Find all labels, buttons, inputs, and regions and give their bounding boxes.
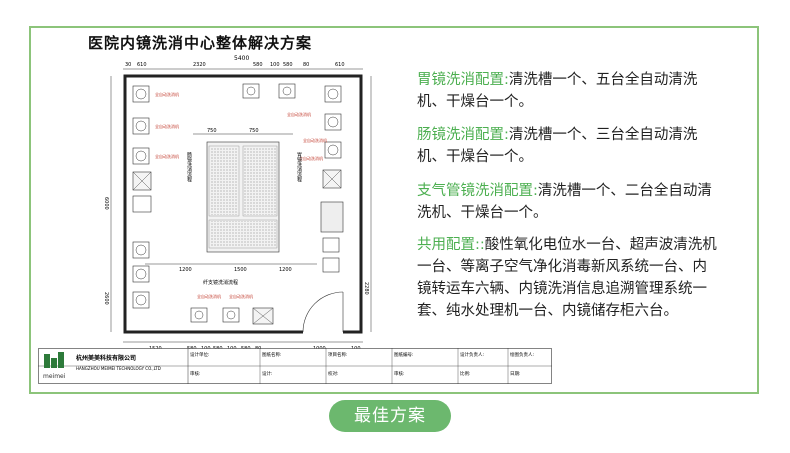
config-bronchoscope-text: 清洗槽一个、二台全自动清洗机、干燥台一个。 bbox=[417, 183, 712, 221]
logo-text: meimei bbox=[43, 373, 66, 380]
config-shared-text: 酸性氧化电位水一台、超声波清洗机一台、等离子空气净化消毒新风系统一台、内镜转运车… bbox=[417, 237, 717, 319]
best-plan-button[interactable]: 最佳方案 bbox=[329, 400, 451, 432]
tb-field-6: 审核: bbox=[190, 370, 201, 377]
dim-top-1: 610 bbox=[137, 62, 147, 68]
left-machines bbox=[132, 85, 152, 309]
sheet-title: 医院内镜洗消中心整体解决方案 bbox=[88, 34, 313, 52]
dim-top-0: 30 bbox=[125, 62, 131, 68]
config-shared-label: 共用配置:: bbox=[417, 237, 485, 253]
dim-right-0: 2280 bbox=[363, 282, 369, 295]
tb-field-10: 比例: bbox=[460, 370, 471, 377]
machine-label-6: 全自动洗消机 bbox=[299, 155, 323, 161]
company-logo-icon bbox=[44, 352, 64, 368]
config-gastroscope-text: 清洗槽一个、五台全自动清洗机、干燥台一个。 bbox=[417, 72, 698, 110]
machine-label-5: 全自动洗消机 bbox=[303, 137, 327, 143]
machine-label-1: 全自动洗消机 bbox=[155, 91, 179, 97]
tb-field-3: 图纸编号: bbox=[394, 351, 414, 358]
dim-top-3: 580 bbox=[253, 62, 263, 68]
config-bronchoscope-label: 支气管镜洗消配置: bbox=[417, 183, 538, 199]
dim-total: 5400 bbox=[234, 55, 249, 62]
floor-plan: 5400 30 610 2320 580 100 580 80 610 全自动洗… bbox=[103, 55, 372, 352]
dim-lower-0: 1200 bbox=[179, 267, 192, 273]
machine-label-4: 全自动洗消机 bbox=[287, 111, 311, 117]
machine-label-7: 全自动洗消机 bbox=[197, 293, 221, 299]
dim-lower-2: 1200 bbox=[279, 267, 292, 273]
config-gastroscope: 胃镜洗消配置:清洗槽一个、五台全自动清洗机、干燥台一个。 bbox=[417, 69, 717, 113]
tb-field-0: 设计单位: bbox=[190, 351, 210, 358]
dim-top-5: 580 bbox=[283, 62, 293, 68]
zone-left: 肠镜洗消流程 bbox=[186, 151, 192, 183]
right-machines bbox=[320, 85, 344, 273]
dim-left-0: 6000 bbox=[103, 197, 109, 210]
config-gastroscope-label: 胃镜洗消配置: bbox=[417, 72, 509, 88]
tb-field-9: 审核: bbox=[394, 370, 405, 377]
tb-field-11: 日期: bbox=[510, 371, 521, 377]
dim-mid-1: 750 bbox=[249, 128, 259, 134]
tb-field-8: 校对: bbox=[328, 370, 339, 377]
dim-top-2: 2320 bbox=[193, 62, 206, 68]
zone-right: 胃镜洗消流程 bbox=[296, 152, 302, 183]
machine-label-3: 全自动洗消机 bbox=[155, 153, 179, 159]
dim-lower-1: 1500 bbox=[234, 267, 247, 273]
dim-top-7: 610 bbox=[335, 62, 345, 68]
tb-field-2: 项目名称: bbox=[328, 351, 348, 358]
tb-field-7: 设计: bbox=[262, 370, 273, 377]
company-name-cn: 杭州美美科技有限公司 bbox=[76, 354, 136, 362]
config-colonoscope-label: 肠镜洗消配置: bbox=[417, 127, 509, 143]
zone-bottom: 纤支镜洗消流程 bbox=[203, 279, 238, 286]
config-shared: 共用配置::酸性氧化电位水一台、超声波清洗机一台、等离子空气净化消毒新风系统一台… bbox=[417, 234, 717, 322]
tb-field-5: 绘图负责人: bbox=[510, 351, 534, 358]
config-colonoscope-text: 清洗槽一个、三台全自动清洗机、干燥台一个。 bbox=[417, 127, 698, 165]
config-colonoscope: 肠镜洗消配置:清洗槽一个、三台全自动清洗机、干燥台一个。 bbox=[417, 124, 717, 168]
tb-field-4: 设计负责人: bbox=[460, 351, 484, 358]
tb-field-1: 图纸名称: bbox=[262, 351, 282, 358]
dim-top-6: 80 bbox=[303, 62, 309, 68]
machine-label-2: 全自动洗消机 bbox=[155, 123, 179, 129]
dim-top-4: 100 bbox=[270, 62, 280, 68]
dim-left-1: 2600 bbox=[103, 292, 109, 305]
company-name-en: HANGZHOU MEIMEI TECHNOLOGY CO.,LTD bbox=[76, 366, 161, 371]
dim-mid-0: 750 bbox=[207, 128, 217, 134]
config-bronchoscope: 支气管镜洗消配置:清洗槽一个、二台全自动清洗机、干燥台一个。 bbox=[417, 180, 717, 224]
machine-label-8: 全自动洗消机 bbox=[229, 293, 253, 299]
title-block: meimei 杭州美美科技有限公司 HANGZHOU MEIMEI TECHNO… bbox=[38, 348, 552, 384]
